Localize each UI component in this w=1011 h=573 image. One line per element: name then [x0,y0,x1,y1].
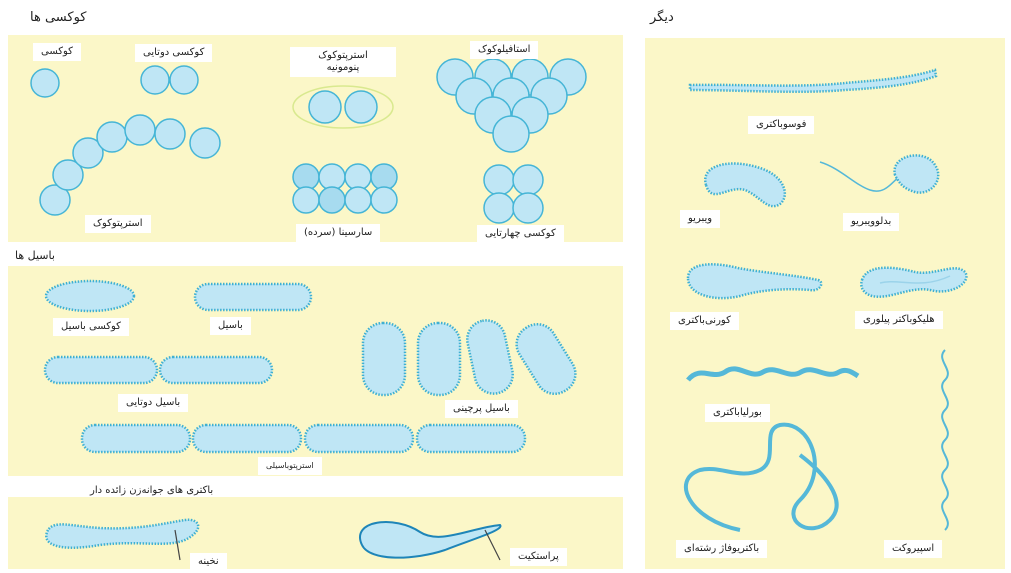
filamentous-cell [686,425,837,530]
label-fusobacterium: فوسوباکتری [748,116,814,134]
label-borrelia: بورلیاباکتری [705,404,770,422]
label-vibrio: ویبریو [680,210,720,228]
label-prostheca: پراستکیت [510,548,567,566]
label-bacillus: باسیل [210,317,251,335]
streptococcus-cells [40,115,220,215]
vibrio-cell [705,163,785,206]
borrelia-cell [688,369,858,380]
label-sarcina: سارسینا (سرده) [296,224,380,242]
bacillus-cell [195,284,311,310]
tetrad-cells [484,165,543,223]
label-spirochete: اسپیروکت [884,540,942,558]
label-diplobacillus: باسیل دوتایی [118,394,188,412]
label-diplococcus: کوکسی دوتایی [135,44,212,62]
spirochete-cell [942,350,948,530]
streptobacillus-cells [82,425,525,452]
label-strep-pneumo: استرپتوکوک پنومونیه [290,47,396,77]
label-coccus: کوکسی [33,43,81,61]
sarcina-cells [293,164,397,213]
label-filamentous: باکتریوفاژ رشته‌ای [676,540,767,558]
helicobacter-cell [861,268,966,297]
coccobacillus-cell [46,281,134,311]
prostheca-cell [360,522,500,560]
label-streptobacillus: استرپتوباسیلی [258,457,322,475]
label-hypha: نخینه [190,553,227,571]
corynebacterium-cell [688,264,821,298]
label-streptococcus: استرپتوکوک [85,215,151,233]
diplobacillus-cells [45,357,272,383]
label-corynebacterium: کورنی‌باکتری [670,312,739,330]
hypha-cell [46,520,198,560]
label-coccobacillus: کوکسی باسیل [53,318,129,336]
bdellovibrio-cell [820,155,938,192]
strep-pneumo-cells [293,86,393,128]
label-helicobacter: هلیکوباکتر پیلوری [855,311,943,329]
staphylococcus-cells [437,59,586,152]
diplococcus-cells [141,66,198,94]
label-staphylococcus: استافیلوکوک [470,41,538,59]
label-palisade: باسیل پرچینی [445,400,518,418]
fusobacterium-cell [690,70,936,92]
label-bdellovibrio: بدلوویبریو [843,213,899,231]
coccus-cell [31,69,59,97]
label-tetrad: کوکسی چهارتایی [477,225,564,243]
palisade-cells [363,317,583,401]
